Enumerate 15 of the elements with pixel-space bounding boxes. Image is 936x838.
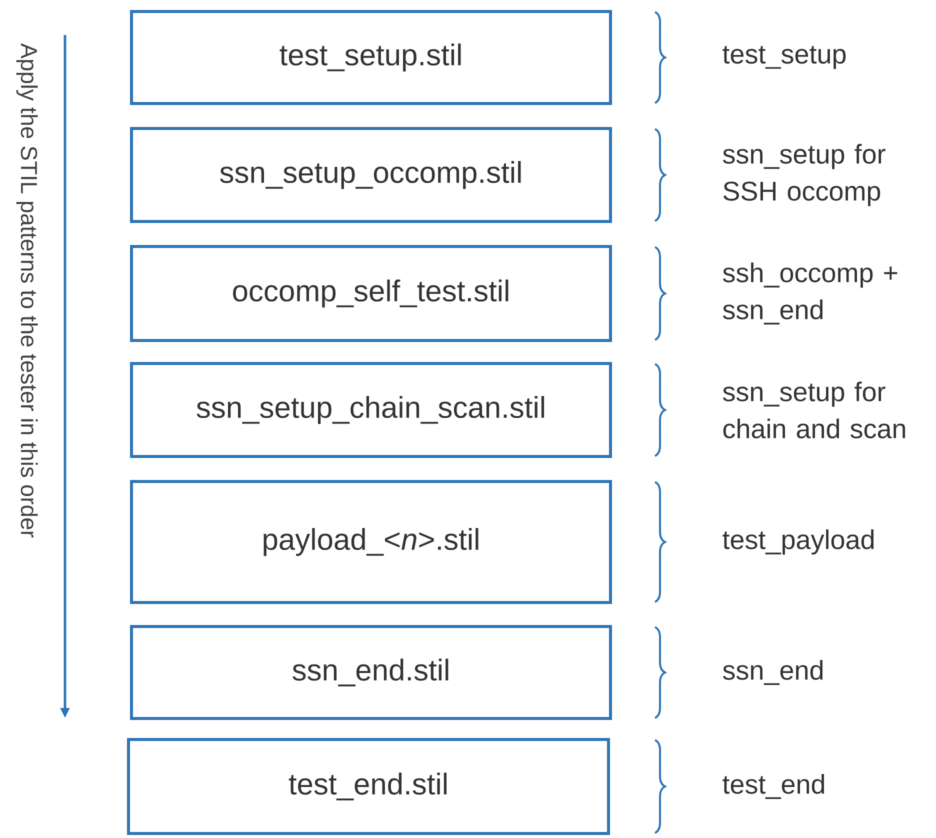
side-label: ssn_end — [722, 660, 823, 685]
process-box: occomp_self_test.stil — [130, 245, 612, 342]
rotated-label: Apply the STIL patterns to the tester in this order — [16, 43, 38, 538]
process-box: test_end.stil — [127, 738, 610, 835]
side-label: ssn_setup for chain and scan — [722, 382, 906, 438]
side-label: test_setup — [722, 46, 846, 70]
process-box: test_setup.stil — [130, 10, 612, 105]
side-label: ssn_setup for SSH occomp — [722, 144, 886, 206]
side-label: test_payload — [722, 529, 874, 555]
process-box: payload_<n>.stil — [130, 480, 612, 604]
side-label: test_end — [722, 774, 824, 799]
side-label: ssh_occomp + ssn_end — [722, 262, 898, 324]
process-box: ssn_setup_chain_scan.stil — [130, 362, 612, 458]
process-box: ssn_setup_occomp.stil — [130, 127, 612, 223]
process-box: ssn_end.stil — [130, 625, 612, 720]
